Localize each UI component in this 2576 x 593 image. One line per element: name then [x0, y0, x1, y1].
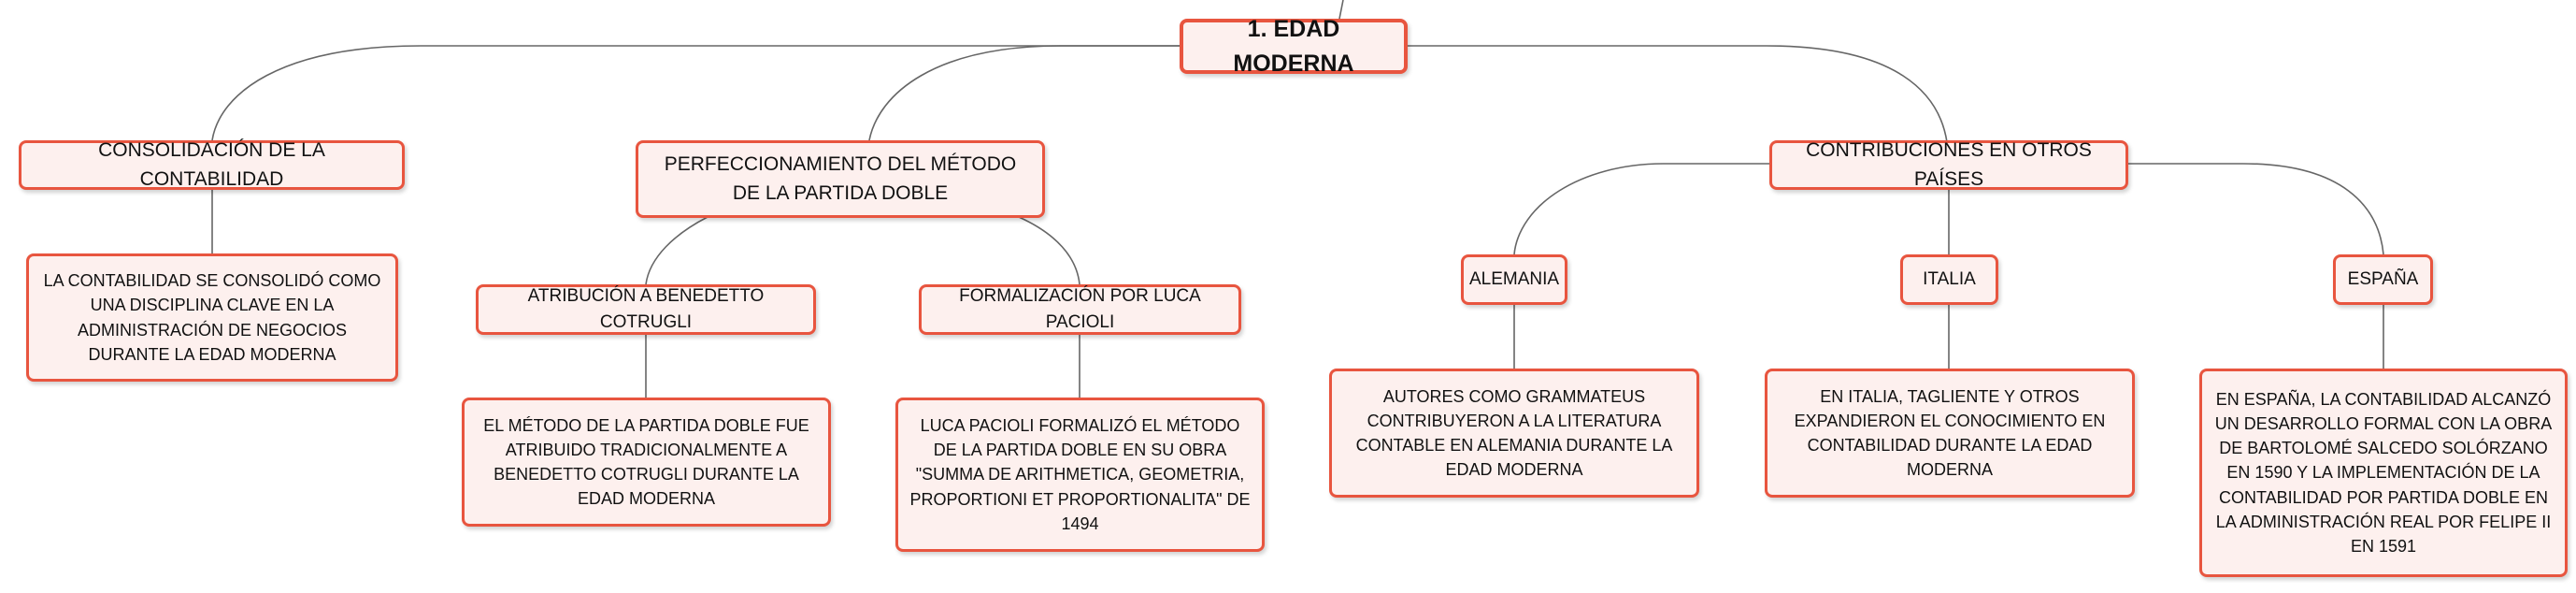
detail-text: LA CONTABILIDAD SE CONSOLIDÓ COMO UNA DI…: [43, 271, 381, 364]
topic-node-cotrugli[interactable]: ATRIBUCIÓN A BENEDETTO COTRUGLI: [476, 284, 816, 335]
detail-node-consolidacion[interactable]: LA CONTABILIDAD SE CONSOLIDÓ COMO UNA DI…: [26, 253, 398, 382]
detail-node-italia[interactable]: EN ITALIA, TAGLIENTE Y OTROS EXPANDIERON…: [1765, 369, 2135, 498]
topic-node-espana[interactable]: ESPAÑA: [2333, 254, 2433, 305]
detail-node-pacioli[interactable]: LUCA PACIOLI FORMALIZÓ EL MÉTODO DE LA P…: [895, 398, 1265, 552]
root-node[interactable]: 1. EDAD MODERNA: [1180, 16, 1408, 77]
connector-contribuciones-alemania: [1513, 163, 1769, 255]
topic-label: ITALIA: [1923, 269, 1976, 290]
topic-node-italia[interactable]: ITALIA: [1900, 254, 1998, 305]
topic-node-pacioli[interactable]: FORMALIZACIÓN POR LUCA PACIOLI: [919, 284, 1241, 335]
detail-text: EN ESPAÑA, LA CONTABILIDAD ALCANZÓ UN DE…: [2214, 390, 2553, 556]
connector-perfeccionamiento-pacioli: [1018, 216, 1080, 285]
root-label: 1. EDAD MODERNA: [1233, 16, 1354, 77]
branch-node-consolidacion[interactable]: CONSOLIDACIÓN DE LA CONTABILIDAD: [19, 139, 405, 190]
connector-root-contribuciones: [1405, 45, 1948, 143]
detail-text: LUCA PACIOLI FORMALIZÓ EL MÉTODO DE LA P…: [909, 416, 1251, 533]
detail-node-alemania[interactable]: AUTORES COMO GRAMMATEUS CONTRIBUYERON A …: [1329, 369, 1699, 498]
detail-text: EL MÉTODO DE LA PARTIDA DOBLE FUE ATRIBU…: [483, 415, 809, 509]
detail-text: AUTORES COMO GRAMMATEUS CONTRIBUYERON A …: [1355, 386, 1673, 480]
branch-node-contribuciones[interactable]: CONTRIBUCIONES EN OTROS PAÍSES: [1769, 139, 2128, 190]
branch-label: CONTRIBUCIONES EN OTROS PAÍSES: [1806, 139, 2092, 190]
detail-node-espana[interactable]: EN ESPAÑA, LA CONTABILIDAD ALCANZÓ UN DE…: [2199, 369, 2568, 577]
topic-label: FORMALIZACIÓN POR LUCA PACIOLI: [959, 286, 1201, 332]
topic-label: ATRIBUCIÓN A BENEDETTO COTRUGLI: [527, 286, 765, 332]
connector-root-consolidacion: [211, 45, 1182, 141]
detail-text: EN ITALIA, TAGLIENTE Y OTROS EXPANDIERON…: [1794, 386, 2106, 480]
connector-perfeccionamiento-cotrugli: [645, 216, 708, 285]
topic-node-alemania[interactable]: ALEMANIA: [1461, 254, 1567, 305]
connector-root-perfeccionamiento: [868, 45, 1182, 141]
topic-label: ALEMANIA: [1468, 269, 1560, 290]
branch-label: CONSOLIDACIÓN DE LA CONTABILIDAD: [98, 139, 325, 190]
connector-contribuciones-espana: [2128, 163, 2384, 255]
branch-node-perfeccionamiento[interactable]: PERFECCIONAMIENTO DEL MÉTODO DE LA PARTI…: [636, 140, 1045, 218]
topic-label: ESPAÑA: [2347, 269, 2419, 290]
branch-label: PERFECCIONAMIENTO DEL MÉTODO DE LA PARTI…: [664, 153, 1017, 204]
detail-node-cotrugli[interactable]: EL MÉTODO DE LA PARTIDA DOBLE FUE ATRIBU…: [462, 398, 831, 527]
connector-root-parent: [1338, 0, 1344, 20]
